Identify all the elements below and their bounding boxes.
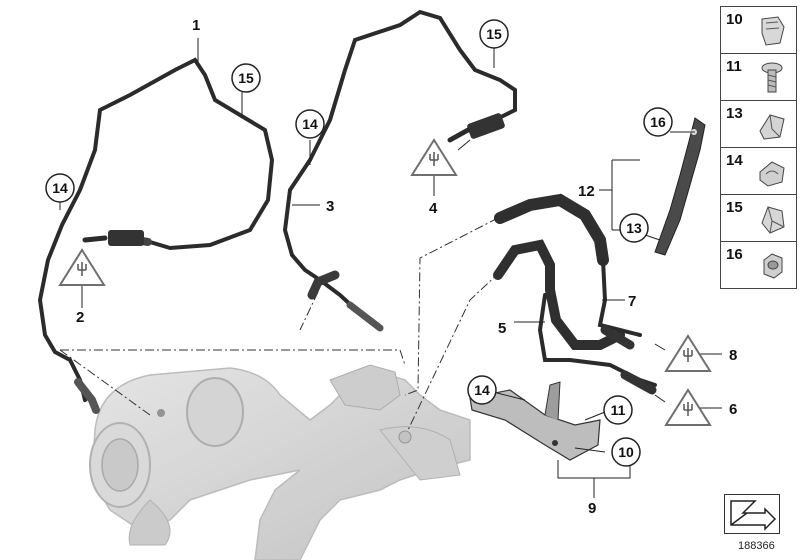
svg-text:15: 15 [238,70,254,86]
svg-text:14: 14 [474,382,490,398]
leader-lines [59,217,501,431]
svg-text:14: 14 [52,180,68,196]
direction-arrow-icon [730,500,777,531]
label-1: 1 [192,17,200,34]
exhaust-assembly-ghost [89,364,471,560]
callout-leaders [59,38,722,498]
cable-holder-icon [759,161,785,187]
label-12: 12 [578,183,595,200]
svg-text:14: 14 [302,116,318,132]
diagram-reference-number: 188366 [738,540,775,552]
callout-16[interactable]: 16 [643,107,673,137]
triangle-4-pointer [457,139,471,151]
callout-13[interactable]: 13 [619,213,649,243]
cable-clip-icon [759,114,785,140]
label-2: 2 [76,309,84,326]
label-3: 3 [326,198,334,215]
warning-triangle-8 [664,334,712,372]
svg-text:13: 13 [626,220,642,236]
oxygen-sensor-cable-3[interactable] [282,9,517,332]
bracket-9[interactable] [469,381,601,461]
spring-clip-icon [761,206,785,234]
legend-item-14[interactable]: 14 [720,147,797,195]
callout-11[interactable]: 11 [603,395,633,425]
legend-label: 11 [726,58,742,75]
callout-14c[interactable]: 14 [467,375,497,405]
legend-item-13[interactable]: 13 [720,100,797,148]
warning-triangle-2 [58,248,106,286]
legend-item-11[interactable]: 11 [720,53,797,101]
label-6: 6 [729,401,737,418]
warning-triangle-6 [664,388,712,426]
triangle-8-pointer [654,343,666,351]
legend-label: 15 [726,199,743,216]
callout-14b[interactable]: 14 [295,109,325,139]
sensor-hose-assembly[interactable] [493,193,657,395]
label-8: 8 [729,347,737,364]
callout-15a[interactable]: 15 [231,63,261,93]
orientation-arrow-box [724,494,780,534]
svg-text:10: 10 [618,444,634,460]
svg-text:15: 15 [486,26,502,42]
hex-nut-icon [763,253,783,279]
oxygen-sensor-cable-1[interactable] [37,57,275,414]
parts-legend: 10 11 13 14 15 16 [720,6,797,289]
callout-15b[interactable]: 15 [479,19,509,49]
warning-triangle-4 [410,138,458,176]
legend-item-16[interactable]: 16 [720,241,797,289]
triangle-6-pointer [654,394,666,403]
bolt-icon [761,62,783,93]
legend-label: 16 [726,246,743,263]
label-4: 4 [429,200,438,217]
svg-text:16: 16 [650,114,666,130]
legend-item-10[interactable]: 10 [720,6,797,54]
label-7: 7 [628,293,636,310]
bracket-12[interactable] [654,117,706,256]
legend-label: 10 [726,11,743,28]
callout-14a[interactable]: 14 [45,173,75,203]
legend-label: 13 [726,105,743,122]
legend-label: 14 [726,152,743,169]
legend-item-15[interactable]: 15 [720,194,797,242]
callout-10[interactable]: 10 [611,437,641,467]
svg-text:11: 11 [611,402,626,418]
label-9: 9 [588,500,596,517]
clip-icon [761,16,785,46]
label-5: 5 [498,320,506,337]
